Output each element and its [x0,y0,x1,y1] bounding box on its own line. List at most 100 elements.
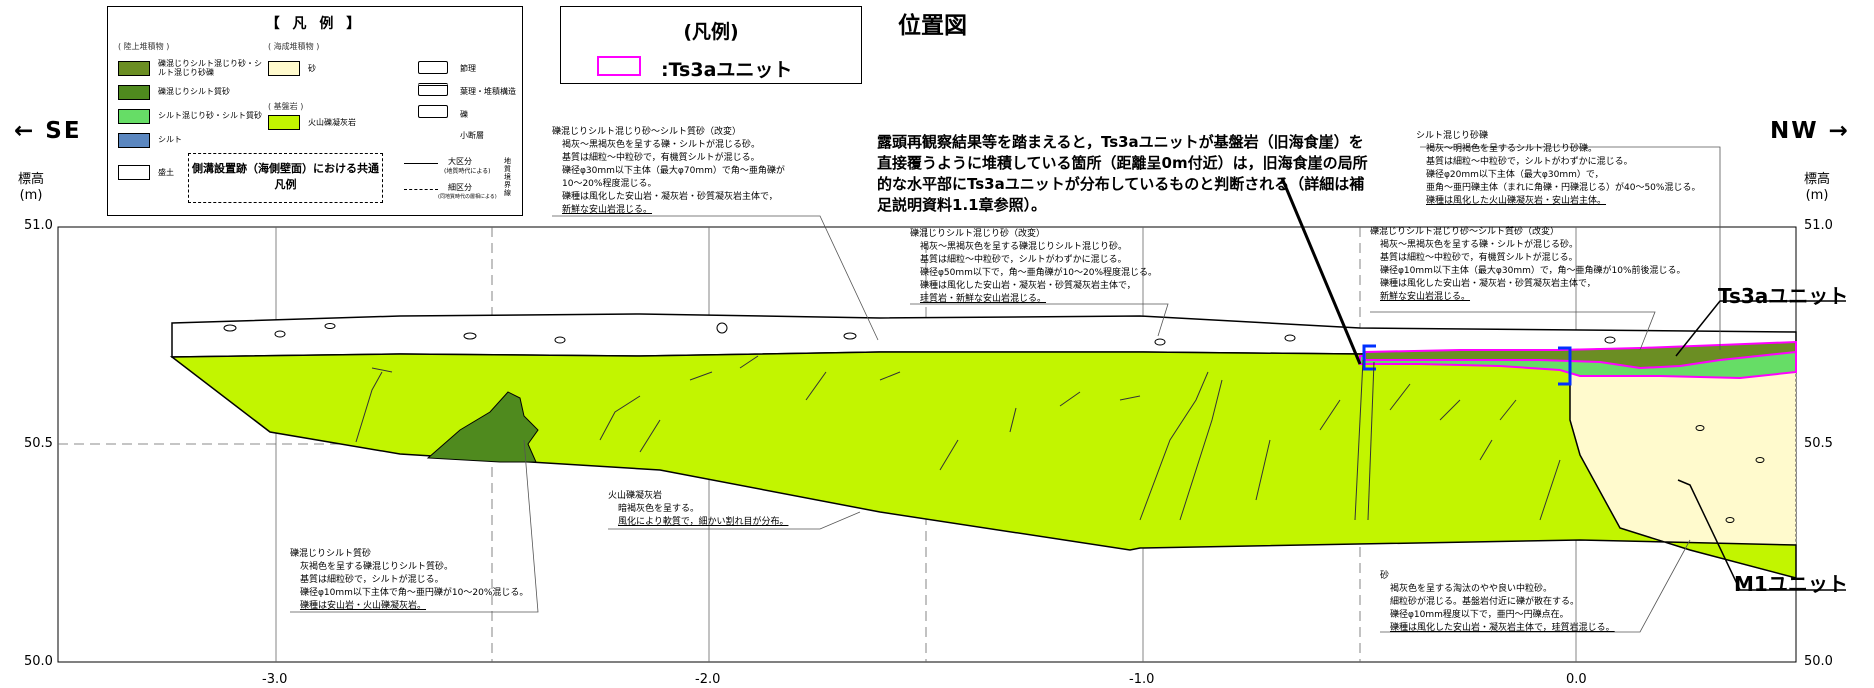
unit-pointers [1280,177,1846,591]
desc-5-line: 風化により軟質で，細かい割れ目が分布。 [618,517,789,527]
legend-marine-head: ( 海成堆積物 ) [268,42,320,51]
legend-item-7: 火山礫凝灰岩 [308,118,356,127]
desc-3-body: 褐灰～明褐色を呈するシルト混じり砂礫。 基質は細粒～中粒砂で，シルトがわずかに混… [1416,143,1700,208]
map-title: 位置図 [898,13,967,39]
desc-2-line: 礫種は風化した安山岩・凝灰岩・砂質凝灰岩主体で， [920,281,1136,291]
gravelly-silty-sand-pocket [426,391,539,463]
legend-symbol-gravel: 礫 [460,110,468,119]
desc-5-title: 火山礫凝灰岩 [608,491,663,501]
ts3a-legend-title: (凡例) [683,21,739,43]
ts3a-legend-label: :Ts3aユニット [661,59,793,81]
desc-1-line: 10～20%程度混じる。 [562,179,657,189]
legend-symbol-lamination: 葉理・堆積構造 [460,87,516,96]
legend-minor: 細区分 [448,183,472,192]
desc-6-body: 灰褐色を呈する礫混じりシルト質砂。 基質は細粒砂で，シルトが混じる。 礫径φ10… [290,561,528,613]
y-tick-50-5-right: 50.5 [1804,436,1833,451]
desc-4: 礫混じりシルト混じり砂～シルト質砂（改変） 褐灰～黒褐灰色を呈する礫・シルトが混… [1370,226,1686,304]
legend-minor-note: (同地質時代の層相による) [438,194,497,200]
gravel-symbol [418,105,448,118]
legend-major: 大区分 [448,157,472,166]
desc-4-line: 礫径φ10mm以下主体（最大φ30mm）で，角～亜角礫が10%前後混じる。 [1380,266,1686,276]
desc-6-line: 灰褐色を呈する礫混じりシルト質砂。 [300,562,454,572]
legend-symbol-joint: 節理 [460,64,476,73]
desc-1-line: 礫径φ30mm以下主体（最大φ70mm）で角～亜角礫が [562,166,785,176]
y-tick-51-right: 51.0 [1804,218,1833,233]
legend-boundary-side: 地質境界線 [504,157,511,197]
desc-5-body: 暗褐灰色を呈する。 風化により軟質で，細かい割れ目が分布。 [608,503,788,529]
desc-4-line: 基質は細粒～中粒砂で，有機質シルトが混じる。 [1380,253,1578,263]
joint-lines [355,355,1561,521]
y-unit-right: (m) [1805,188,1829,203]
lamination-symbol [418,83,448,96]
legend-bedrock-head: ( 基盤岩 ) [268,102,304,111]
left-bracket [1362,344,1376,371]
desc-3-line: 礫径φ20mm以下主体（最大φ30mm）で， [1426,170,1604,180]
desc-4-line: 新鮮な安山岩混じる。 [1380,292,1471,302]
swatch-silt [118,133,150,148]
legend-item-5: 盛土 [158,168,174,177]
desc-3-title: シルト混じり砂礫 [1416,131,1489,141]
x-tick-0: 0.0 [1566,672,1587,687]
x-tick-minus1: -1.0 [1129,672,1155,687]
desc-2-line: 基質は細粒～中粒砂で，シルトがわずかに混じる。 [920,255,1127,265]
legend-box: 【 凡 例 】 ( 陸上堆積物 ) ( 海成堆積物 ) ( 基盤岩 ) 礫混じり… [107,6,523,216]
x-tick-minus3: -3.0 [262,672,288,687]
desc-1-line: 基質は細粒～中粒砂で，有機質シルトが混じる。 [562,153,760,163]
desc-2-line: 珪質岩・新鮮な安山岩混じる。 [920,294,1047,304]
desc-7: 砂 褐灰色を呈する淘汰のやや良い中粒砂。 細粒砂が混じる。基盤岩付近に礫が散在す… [1380,570,1615,635]
desc-3-line: 基質は細粒～中粒砂で，シルトがわずかに混じる。 [1426,157,1633,167]
desc-1-line: 褐灰～黒褐灰色を呈する礫・シルトが混じる砂。 [562,140,761,150]
desc-4-title: 礫混じりシルト混じり砂～シルト質砂（改変） [1370,227,1560,237]
ts3a-legend-box: (凡例) :Ts3aユニット [560,6,862,84]
desc-3-line: 褐灰～明褐色を呈するシルト混じり砂礫。 [1426,144,1598,154]
desc-3: シルト混じり砂礫 褐灰～明褐色を呈するシルト混じり砂礫。 基質は細粒～中粒砂で，… [1416,130,1700,208]
desc-1-line: 新鮮な安山岩混じる。 [562,205,653,215]
desc-2-title: 礫混じりシルト混じり砂（改変） [910,229,1046,239]
ts3a-swatch [597,56,641,76]
desc-1-line: 礫種は風化した安山岩・凝灰岩・砂質凝灰岩主体で， [562,192,778,202]
desc-6-line: 礫種は安山岩・火山礫凝灰岩。 [300,601,427,611]
swatch-silty-sand [118,109,150,124]
desc-7-title: 砂 [1380,571,1390,581]
desc-7-line: 礫種は風化した安山岩・凝灰岩主体で，珪質岩混じる。 [1390,623,1615,633]
main-note: 露頭再観察結果等を踏まえると，Ts3aユニットが基盤岩（旧海食崖）を直接覆うよう… [877,133,1368,214]
legend-item-2: 礫混じりシルト質砂 [158,87,230,96]
legend-symbol-fault: 小断層 [460,131,484,140]
y-unit-left: (m) [19,188,43,203]
desc-2-line: 褐灰～黒褐灰色を呈する礫混じりシルト混じり砂。 [920,242,1128,252]
right-bracket [1558,346,1572,386]
desc-7-body: 褐灰色を呈する淘汰のやや良い中粒砂。 細粒砂が混じる。基盤岩付近に礫が散在する。… [1380,583,1615,635]
joint-symbol [418,61,448,74]
desc-4-line: 褐灰～黒褐灰色を呈する礫・シルトが混じる砂。 [1380,240,1579,250]
legend-item-1: 礫混じりシルト混じり砂・シルト混じり砂礫 [158,59,262,77]
y-tick-51-left: 51.0 [24,218,53,233]
y-tick-50-right: 50.0 [1804,654,1833,669]
y-label-text-left: 標高 [18,172,45,187]
bedrock-layer [169,344,1797,579]
desc-1-title: 礫混じりシルト混じり砂～シルト質砂（改変） [552,127,742,137]
desc-2: 礫混じりシルト混じり砂（改変） 褐灰～黒褐灰色を呈する礫混じりシルト混じり砂。 … [910,228,1157,306]
gravel-symbols [223,322,1765,523]
common-legend-note: 側溝設置跡（海側壁面）における共通凡例 [188,153,383,203]
desc-6: 礫混じりシルト質砂 灰褐色を呈する礫混じりシルト質砂。 基質は細粒砂で，シルトが… [290,548,528,613]
desc-3-line: 礫種は風化した火山礫凝灰岩・安山岩主体。 [1426,196,1607,206]
desc-5-line: 暗褐灰色を呈する。 [618,504,700,514]
swatch-sand [268,61,300,76]
ts3a-olive-band [1364,340,1797,370]
ts3a-unit-label: Ts3aユニット [1718,284,1849,308]
desc-3-line: 亜角～亜円礫主体（まれに角礫・円礫混じる）が40～50%混じる。 [1426,183,1701,193]
desc-5: 火山礫凝灰岩 暗褐灰色を呈する。 風化により軟質で，細かい割れ目が分布。 [608,490,788,529]
desc-6-line: 礫径φ10mm以下主体で角～亜円礫が10～20%混じる。 [300,588,529,598]
swatch-gravelly-sand [118,61,150,76]
legend-item-3: シルト混じり砂・シルト質砂 [158,111,262,120]
leader-lines [290,146,1721,633]
swatch-fill [118,165,150,180]
swatch-gravelly-silty-sand [118,85,150,100]
minor-boundary-line [404,189,438,190]
desc-7-line: 細粒砂が混じる。基盤岩付近に礫が散在する。 [1390,597,1580,607]
desc-7-line: 礫径φ10mm程度以下で，亜円～円礫点在。 [1390,610,1569,620]
legend-title: 【 凡 例 】 [265,16,365,32]
legend-item-4: シルト [158,135,182,144]
major-boundary-line [404,163,438,164]
